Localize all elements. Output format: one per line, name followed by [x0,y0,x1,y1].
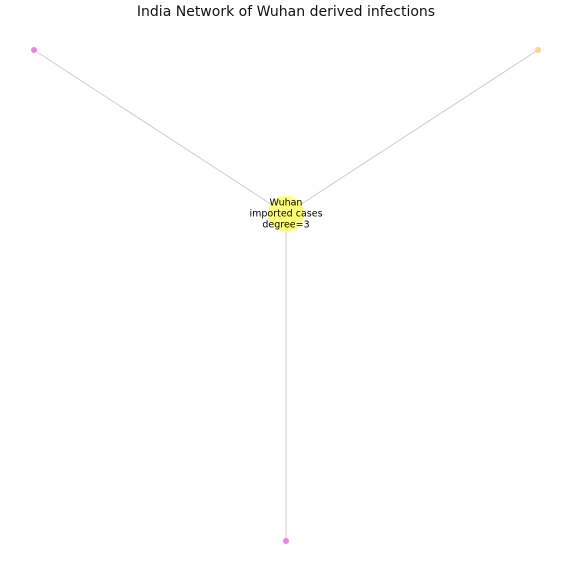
figure-title: India Network of Wuhan derived infection… [136,4,436,20]
node-label-hub-0: Wuhan [270,198,303,209]
node-label-hub-1: imported cases [249,209,322,220]
edge-hub-leaf-top-right [285,49,539,215]
edge-hub-leaf-top-left [33,49,287,215]
edges-layer [33,49,539,541]
node-hub [268,196,304,232]
nodes-layer [31,47,541,544]
node-leaf-bottom [283,538,289,544]
node-leaf-top-right [535,47,541,53]
node-leaf-top-left [31,47,37,53]
node-label-hub-2: degree=3 [262,220,309,231]
